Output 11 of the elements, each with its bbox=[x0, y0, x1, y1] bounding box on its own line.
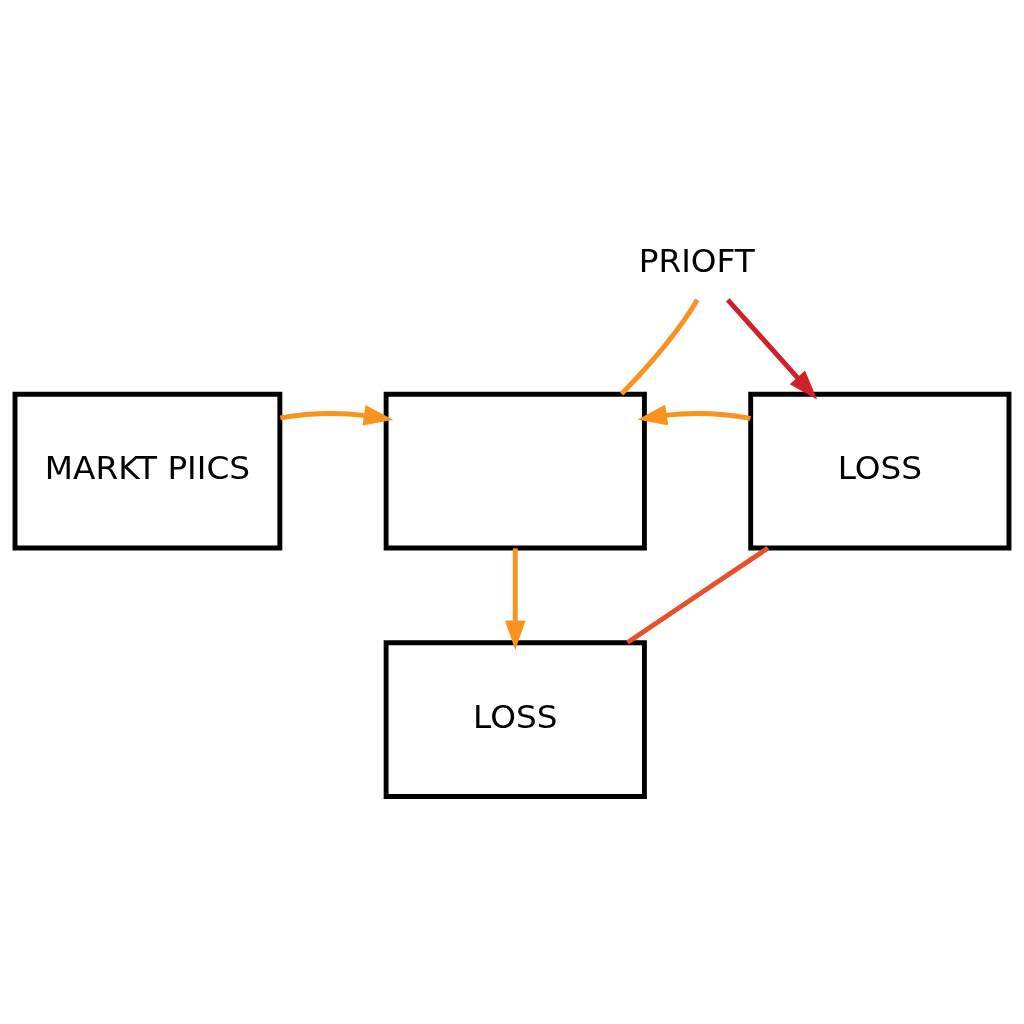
arrow bbox=[725, 298, 818, 400]
arrow bbox=[279, 405, 394, 426]
node-text: PRIOFT bbox=[638, 241, 755, 280]
node-box: LOSS bbox=[383, 640, 647, 799]
arrow bbox=[637, 404, 751, 426]
connector bbox=[619, 298, 700, 396]
node-box: MARKT PIICS bbox=[12, 391, 283, 551]
node-box: LOSS bbox=[748, 391, 1012, 551]
arrow bbox=[504, 548, 526, 651]
connector bbox=[626, 545, 770, 645]
node-box bbox=[383, 391, 647, 551]
